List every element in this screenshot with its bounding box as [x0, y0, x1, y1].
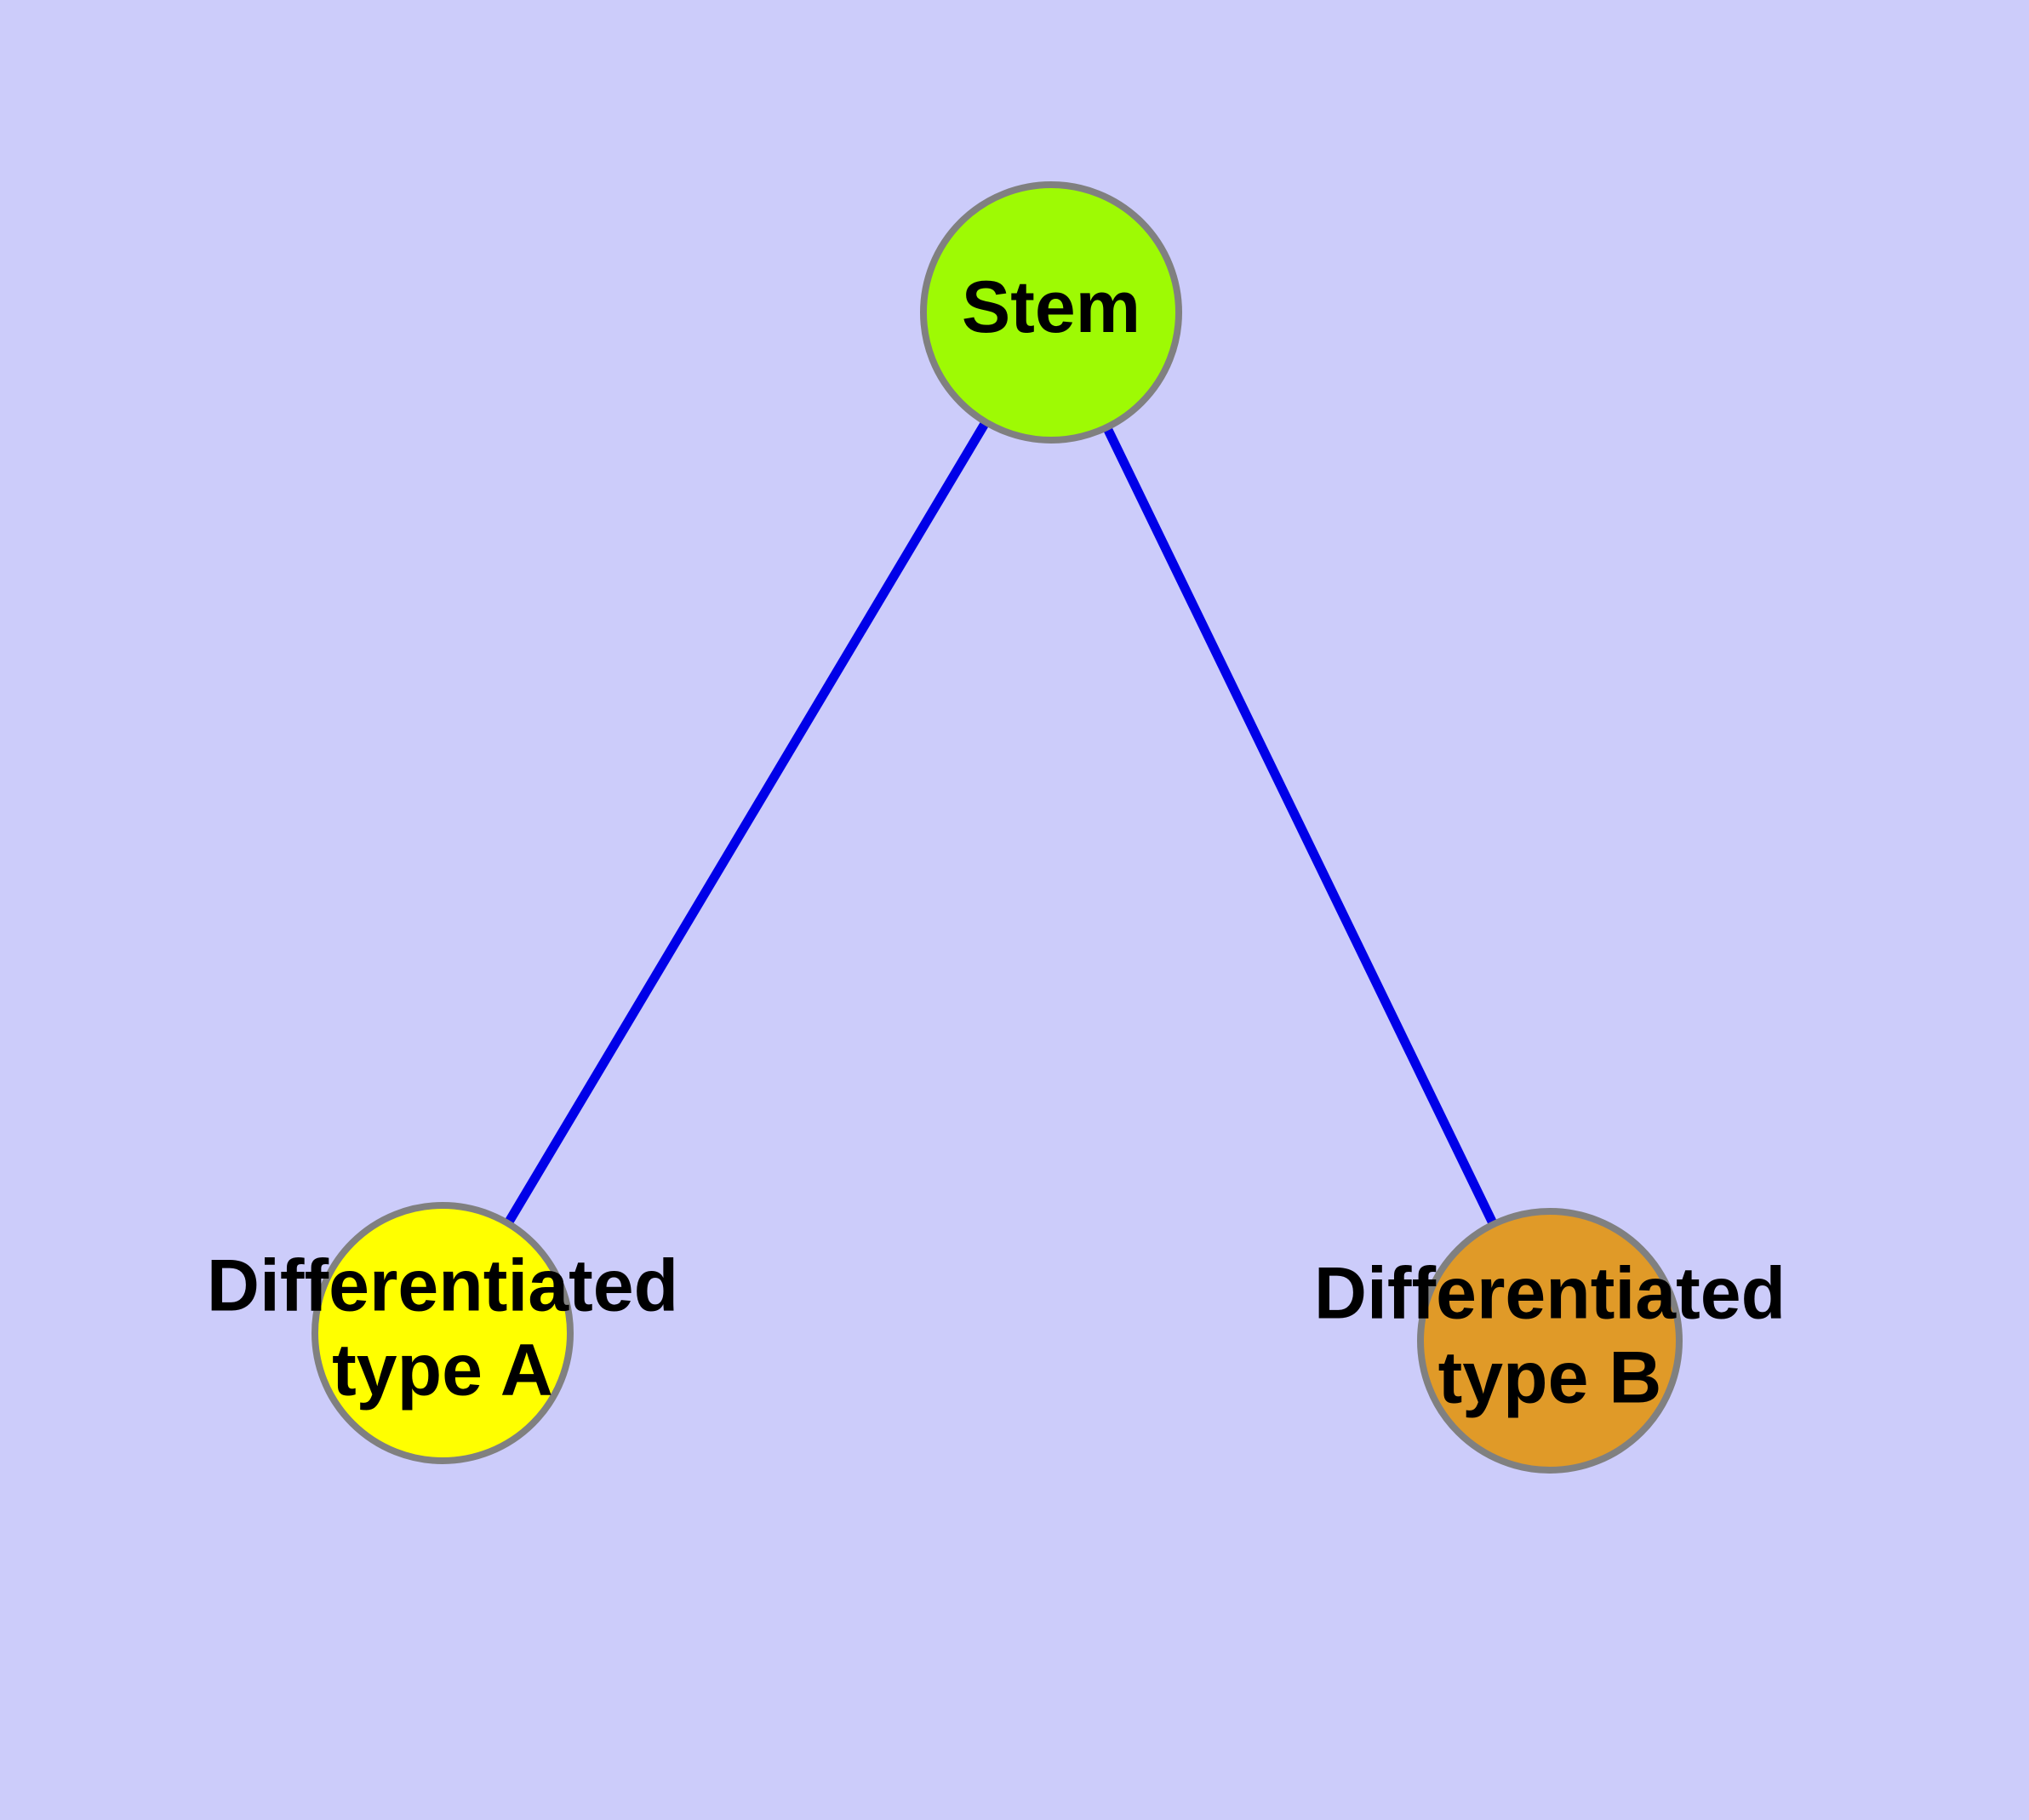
node-label-line: type B: [1438, 1336, 1662, 1418]
node-stem-circle[interactable]: [920, 181, 1182, 444]
node-differentiated-type-a[interactable]: [311, 1202, 574, 1464]
nodes-layer: [311, 181, 1683, 1474]
node-differentiated-type-b-circle[interactable]: [1417, 1208, 1683, 1474]
edge-stem-to-diff-b[interactable]: [1047, 310, 1554, 1343]
edge-stem-to-diff-a[interactable]: [438, 310, 1055, 1336]
edges-layer: [438, 310, 1554, 1343]
node-differentiated-type-a-circle[interactable]: [311, 1202, 574, 1464]
node-label-line: Stem: [962, 266, 1140, 348]
node-label-line: Differentiated: [207, 1245, 678, 1326]
node-stem-label: Stem: [962, 266, 1140, 348]
node-stem[interactable]: [920, 181, 1182, 444]
node-label-line: Differentiated: [1314, 1252, 1786, 1334]
node-differentiated-type-b[interactable]: [1417, 1208, 1683, 1474]
node-label-line: type A: [332, 1329, 553, 1411]
